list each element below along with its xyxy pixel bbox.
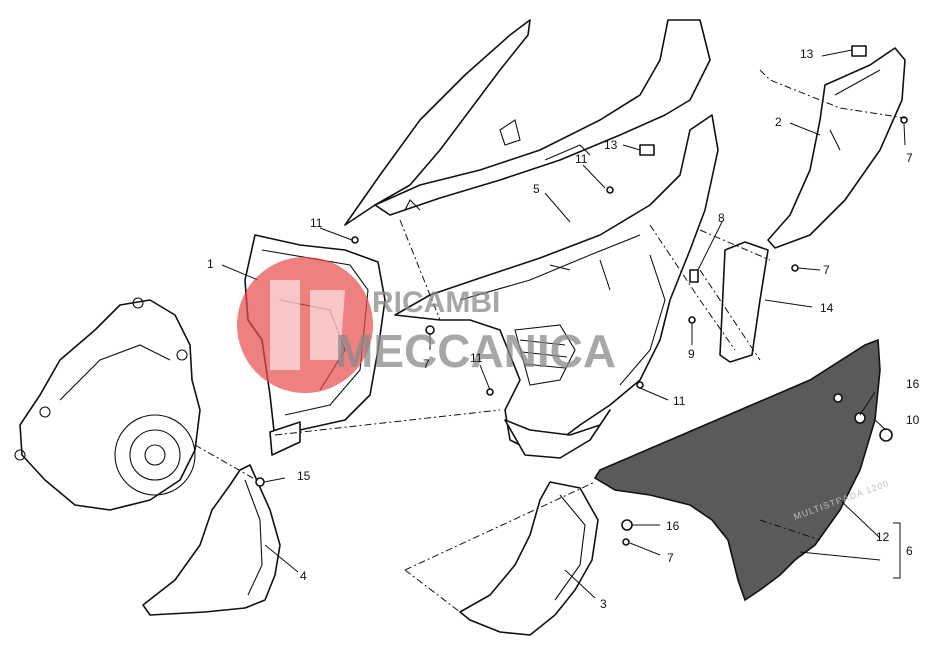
part-2-side-panel [767,47,906,249]
callout-13-mid: 13 [604,138,618,152]
callout-7-right-top: 7 [906,151,913,165]
callout-4: 4 [300,569,307,583]
upper-fairing [344,19,711,226]
callout-14: 14 [820,301,834,315]
callout-6: 6 [906,544,913,558]
callout-7-right-mid: 7 [823,263,830,277]
callout-numbers: 1 2 3 4 5 6 7 7 7 7 8 9 10 11 11 11 11 1… [207,47,920,611]
leader-lines [221,49,906,599]
assembly-lines [194,69,906,613]
engine-cover [14,297,201,511]
callout-15: 15 [297,469,311,483]
callout-10: 10 [906,413,920,427]
callout-8: 8 [718,211,725,225]
watermark-line1: RICAMBI [372,286,500,319]
callout-11-top: 11 [575,152,588,166]
watermark-logo-mark [270,280,345,370]
callout-9: 9 [688,347,695,361]
callout-12: 12 [876,530,890,544]
part-3-lower-fairing [459,481,599,636]
part-5-middle-frame [394,114,719,459]
callout-1: 1 [207,257,214,271]
part-14-pad [719,241,769,363]
callout-16-lower: 16 [666,519,680,533]
callout-13-top: 13 [800,47,814,61]
callout-11-centre: 11 [470,351,483,365]
watermark: RICAMBI MECCANICA [237,257,616,393]
callout-3: 3 [600,597,607,611]
callout-2: 2 [775,115,782,129]
callout-16-right: 16 [906,377,920,391]
callout-11-right: 11 [673,394,686,408]
callout-5: 5 [533,182,540,196]
part-4-lower-fairing [142,464,281,616]
callout-7-lower: 7 [667,551,674,565]
watermark-line2: MECCANICA [335,325,616,377]
callout-7-centre: 7 [423,357,430,371]
callout-11-left: 11 [310,216,323,230]
